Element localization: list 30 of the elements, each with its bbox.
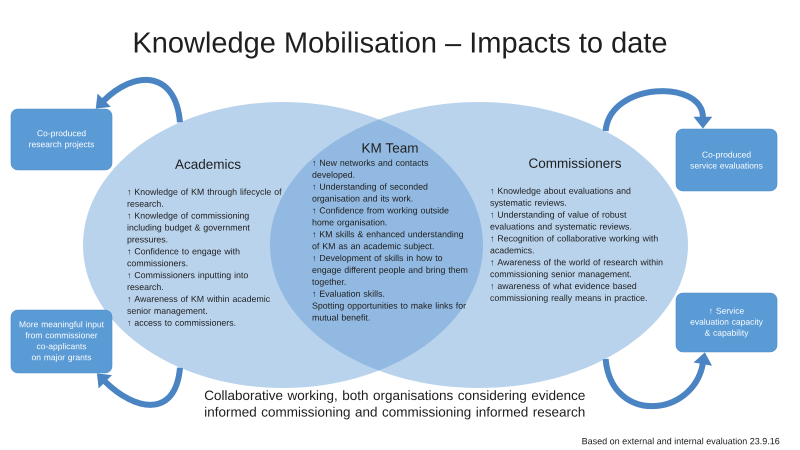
heading: Academics — [175, 159, 241, 169]
title: Knowledge Mobilisation – Impacts to date — [134, 31, 666, 59]
heading: Commissioners — [529, 158, 621, 168]
source-note: Based on external and internal evaluation 23.9.16 — [582, 438, 780, 444]
bullet-item: ↑ Understanding of seconded organisation and its work. — [312, 183, 428, 204]
bullet-item: ↑ Knowledge about evaluations and systematic reviews. — [490, 187, 630, 208]
curved-arrow — [602, 88, 712, 132]
bullet-item: ↑ Understanding of value of robust evaluations and systematic reviews. — [490, 211, 632, 232]
bullet-item: ↑ Knowledge of KM through lifecycle of research. — [128, 188, 282, 207]
caption: Collaborative working, both organisations considering evidence informed commissioning and commissioning informed research — [204, 390, 585, 420]
bullet-item: Spotting opportunities to make links for mutual benefit. — [312, 302, 466, 321]
bullet-item: ↑ Awareness of the world of research within commissioning senior management. — [490, 258, 662, 279]
bullet-item: ↑ KM skills & enhanced understanding of KM as an academic subject. — [312, 230, 464, 251]
rounded-box: ↑ Service evaluation capacity & capability — [676, 292, 778, 352]
bullet-item: ↑ New networks and contacts developed. — [312, 159, 428, 180]
bullet-item: ↑ Awareness of KM within academic senior management. — [127, 296, 270, 316]
bullet-item: ↑ Evaluation skills. — [313, 290, 384, 297]
bullet-item: ↑ access to commissioners. — [128, 319, 236, 326]
bullet-item: ↑ Confidence to engage with commissioners. — [127, 248, 240, 266]
bullet-item: ↑ Commissioners inputting into research. — [128, 272, 248, 290]
rounded-box: Co-produced service evaluations — [676, 128, 778, 192]
rounded-box: Co-produced research projects — [10, 108, 112, 170]
bullet-item: ↑ Confidence from working outside home organisation. — [312, 207, 449, 228]
rounded-box: More meaningful input from commissioner co-applicants on major grants — [10, 310, 112, 374]
bullet-item: ↑ Recognition of collaborative working with academics. — [490, 235, 658, 254]
curved-arrow — [96, 76, 183, 123]
heading: KM Team — [362, 143, 418, 153]
bullet-item: ↑ Knowledge of commissioning including budget & government pressures. — [128, 212, 250, 244]
bullet-item: ↑ awareness of what evidence based commissioning really means in practice. — [490, 282, 647, 303]
bullet-item: ↑ Development of skills in how to engage different people and bring them together. — [312, 254, 468, 287]
